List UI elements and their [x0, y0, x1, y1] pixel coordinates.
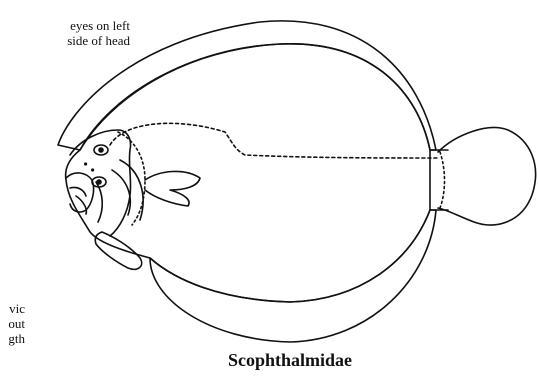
caudal-fin-base-dotted	[440, 152, 445, 208]
caudal-peduncle	[430, 150, 448, 210]
eyes-annotation-line-2: side of head	[67, 33, 130, 48]
eye-upper-icon	[94, 145, 108, 155]
eyes-annotation-line-1: eyes on left	[70, 18, 130, 33]
pelvic-annotation-line-1: vic	[9, 301, 25, 316]
nostrils	[84, 162, 94, 171]
family-caption: Scophthalmidae	[210, 350, 370, 371]
pelvic-annotation-line-2: out	[8, 316, 25, 331]
anal-fin	[150, 210, 436, 342]
eyes-annotation: eyes on left side of head	[30, 18, 130, 48]
pectoral-fin	[145, 171, 200, 206]
lateral-line	[110, 123, 438, 158]
jaw	[66, 173, 94, 212]
gill-cover	[112, 160, 143, 220]
pelvic-annotation: vic out gth	[0, 301, 25, 346]
caudal-fin	[438, 128, 536, 225]
pelvic-fin	[95, 232, 141, 269]
pelvic-annotation-line-3: gth	[8, 331, 25, 346]
eye-lower-icon	[92, 177, 106, 187]
